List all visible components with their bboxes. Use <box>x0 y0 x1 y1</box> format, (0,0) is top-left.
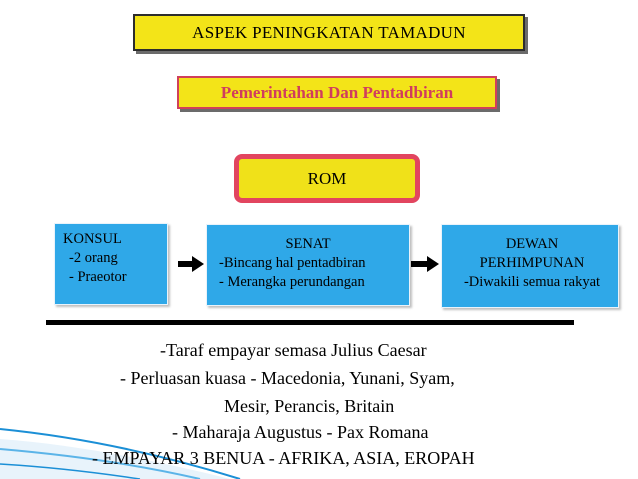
note-line: -Taraf empayar semasa Julius Caesar <box>160 340 427 360</box>
note-line: - EMPAYAR 3 BENUA - AFRIKA, ASIA, EROPAH <box>92 448 475 468</box>
page-title: ASPEK PENINGKATAN TAMADUN <box>192 22 466 42</box>
dewan-title: DEWAN <box>505 236 559 252</box>
note-line: - Perluasan kuasa - Macedonia, Yunani, S… <box>120 368 455 388</box>
rom-label: ROM <box>307 168 347 188</box>
konsul-title: KONSUL <box>63 231 122 247</box>
divider <box>46 320 574 325</box>
note-line: Mesir, Perancis, Britain <box>224 396 395 416</box>
subtitle: Pemerintahan Dan Pentadbiran <box>220 82 454 102</box>
note-line: - Maharaja Augustus - Pax Romana <box>172 422 429 442</box>
konsul-line-1: -2 orang <box>69 250 118 266</box>
konsul-line-2: - Praeotor <box>69 269 127 285</box>
senat-node: SENAT -Bincang hal pentadbiran - Merangk… <box>206 224 410 306</box>
subtitle-box: Pemerintahan Dan Pentadbiran <box>177 76 497 109</box>
arrow-right-icon <box>411 256 439 272</box>
title-box: ASPEK PENINGKATAN TAMADUN <box>133 14 525 51</box>
dewan-title-2: PERHIMPUNAN <box>479 255 585 271</box>
senat-line-2: - Merangka perundangan <box>219 274 365 290</box>
dewan-line-1: -Diwakili semua rakyat <box>463 274 601 290</box>
rom-node: ROM <box>234 154 420 203</box>
corner-decoration <box>0 428 241 479</box>
dewan-node: DEWAN PERHIMPUNAN -Diwakili semua rakyat <box>441 224 619 308</box>
konsul-node: KONSUL -2 orang - Praeotor <box>54 223 168 305</box>
senat-line-1: -Bincang hal pentadbiran <box>219 255 366 271</box>
senat-title: SENAT <box>285 236 331 252</box>
arrow-right-icon <box>178 256 204 272</box>
